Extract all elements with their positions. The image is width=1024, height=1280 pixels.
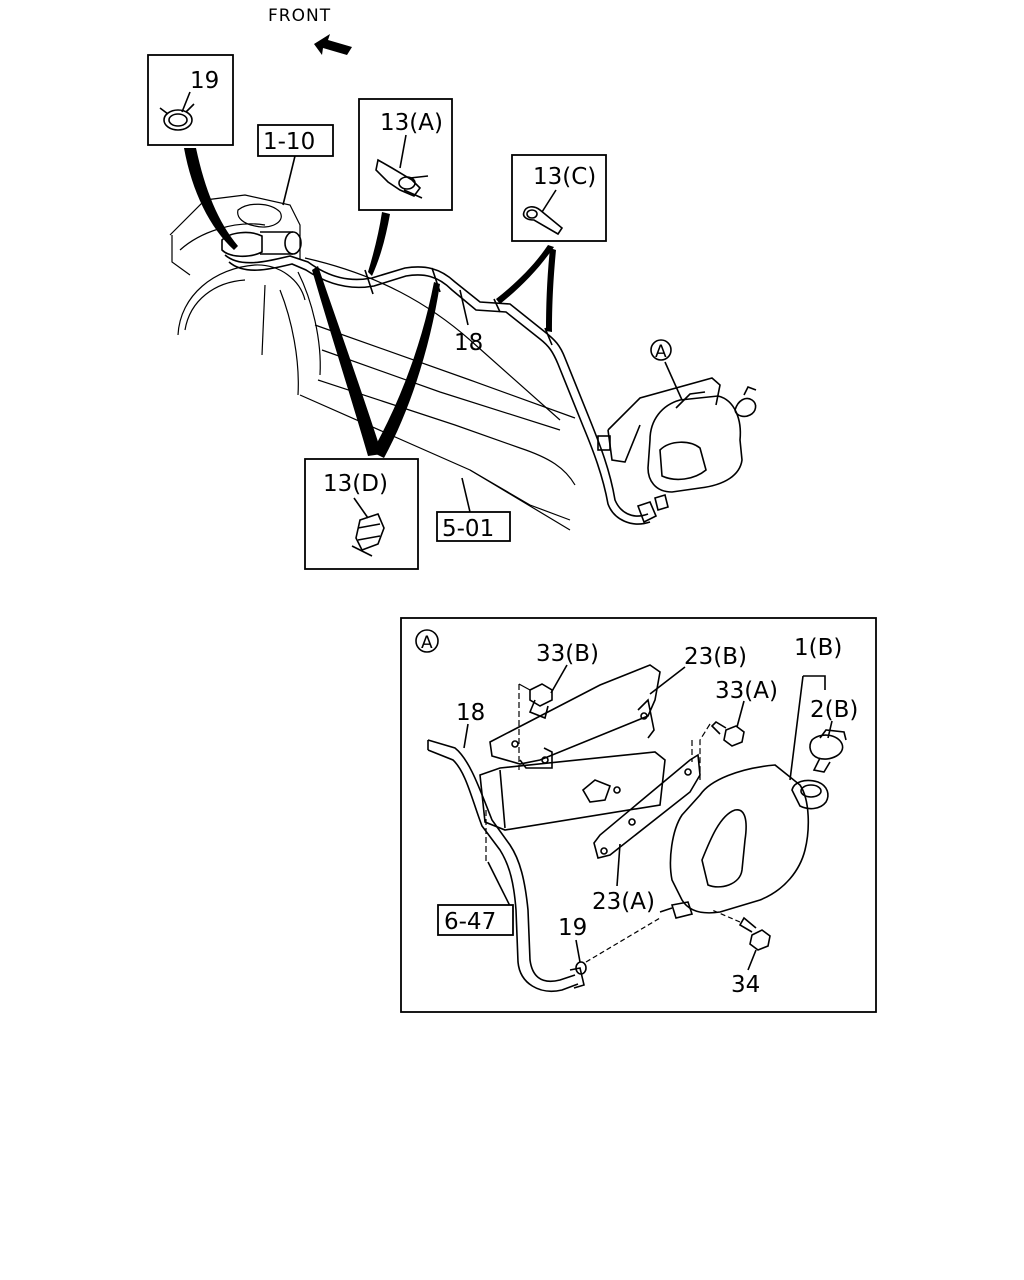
leader-23a <box>616 843 621 887</box>
leader-18 <box>459 289 469 326</box>
callout-pointer-13a <box>368 212 390 276</box>
bolt-34 <box>711 909 771 951</box>
callout-box-13c: 13(C) <box>511 154 607 242</box>
detail-a-panel: A <box>400 617 877 1013</box>
ref-5-01-box <box>436 511 511 542</box>
ref-6-47-box <box>437 904 514 936</box>
ref-6-47-label: 6-47 <box>444 909 496 935</box>
callout-19-label: 19 <box>190 68 219 94</box>
label-19-detail: 19 <box>558 915 587 941</box>
label-33a: 33(A) <box>715 678 778 704</box>
label-23a: 23(A) <box>592 889 655 915</box>
ref-1-10-label: 1-10 <box>263 129 315 155</box>
top-overview: 1-10 18 5-01 A 19 13(A) <box>147 54 757 570</box>
clip-icon <box>375 158 422 197</box>
leader-19-detail <box>575 939 581 963</box>
detail-a-marker <box>650 339 672 361</box>
callout-pointer-19 <box>184 148 238 250</box>
label-2b: 2(B) <box>810 697 858 723</box>
callout-13c-label: 13(C) <box>533 164 596 190</box>
ref-1-10-box <box>257 124 334 157</box>
bolt-33a <box>699 720 745 780</box>
callout-pointer-13d-a <box>312 266 382 456</box>
front-label: FRONT <box>268 6 331 26</box>
label-1b: 1(B) <box>794 635 842 661</box>
washer-hose-18 <box>224 254 658 525</box>
detail-a-marker-label: A <box>655 342 667 362</box>
label-34: 34 <box>731 972 760 998</box>
clamp-19-detail <box>575 917 661 975</box>
detail-a-panel-marker-label: A <box>421 633 433 653</box>
ref-5-01-label: 5-01 <box>442 516 494 542</box>
leader-detail-a <box>664 361 683 401</box>
leader-33b <box>550 664 568 694</box>
leader-23b <box>649 666 686 695</box>
bolt-33b <box>518 683 553 770</box>
vehicle-body-outline <box>169 194 576 531</box>
callout-13d-label: 13(D) <box>323 471 388 497</box>
leader-5-01 <box>461 477 471 513</box>
leader-6-47 <box>487 861 514 913</box>
hose-clamp-icon <box>163 109 193 131</box>
detail-a-panel-marker <box>415 629 439 653</box>
washer-tank-assembly <box>597 377 757 512</box>
clip-13c-icon <box>522 206 564 236</box>
part-18-label: 18 <box>454 330 483 356</box>
filler-neck <box>221 231 302 258</box>
callout-pointer-13c-b <box>546 248 556 332</box>
hose-clamp-detail-icon <box>575 961 587 975</box>
leader-18-detail <box>463 723 469 749</box>
front-arrow-icon <box>314 34 352 55</box>
label-33b: 33(B) <box>536 641 599 667</box>
clip-13d-icon <box>355 513 385 552</box>
washer-tank <box>659 764 829 919</box>
leader-34 <box>747 949 757 971</box>
callout-pointer-13c-a <box>496 245 554 304</box>
label-18-detail: 18 <box>456 700 485 726</box>
leader-1-10 <box>282 155 296 206</box>
hose-18-detail <box>427 739 585 992</box>
leader-1b <box>789 675 826 781</box>
callout-box-13d: 13(D) <box>304 458 419 570</box>
leader-33a <box>736 700 745 728</box>
callout-pointer-13d-b <box>372 282 440 458</box>
detail-a-frame <box>400 617 877 1013</box>
leader-2b <box>827 720 833 739</box>
callout-box-13a: 13(A) <box>358 98 453 211</box>
label-23b: 23(B) <box>684 644 747 670</box>
bracket-23a <box>593 753 701 859</box>
callout-box-19: 19 <box>147 54 234 146</box>
callout-13a-label: 13(A) <box>380 110 443 136</box>
